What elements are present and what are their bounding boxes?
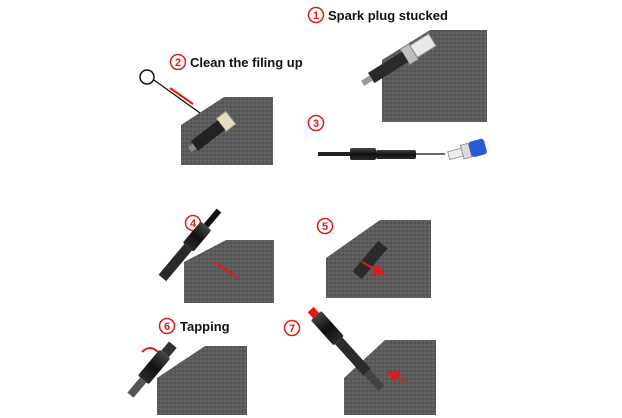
step-6-badge: 6	[158, 317, 176, 335]
step-2-label: Clean the filing up	[190, 55, 303, 70]
step-3-number: 3	[313, 118, 319, 130]
step-2-badge: 2	[169, 53, 187, 71]
step-4-number: 4	[190, 218, 197, 230]
step-1-number: 1	[313, 10, 319, 22]
step-6-tap	[127, 341, 177, 398]
step-1-label: Spark plug stucked	[328, 8, 448, 23]
step-6-rotate-arrow	[141, 347, 159, 353]
step-6-label: Tapping	[180, 319, 230, 334]
step-1-spark-plug	[361, 33, 437, 86]
step-3: 3	[307, 114, 487, 161]
step-5-number: 5	[322, 221, 328, 233]
step-7: 7	[283, 306, 436, 415]
step-1-badge: 1	[307, 6, 325, 24]
step-6-number: 6	[164, 321, 170, 333]
tap-tool	[318, 148, 445, 160]
lubricant-bottle	[447, 138, 487, 161]
step-6: 6 Tapping	[127, 317, 247, 415]
step-2-number: 2	[175, 57, 181, 69]
step-7-cylinder-head	[344, 340, 436, 415]
brush-tool	[139, 69, 201, 114]
step-7-tool	[307, 306, 385, 392]
step-2-plug	[187, 110, 237, 153]
step-4-tap	[158, 208, 222, 282]
step-4: 4	[158, 208, 274, 303]
step-5-plug	[352, 240, 388, 280]
step-7-number: 7	[289, 323, 295, 335]
step-2-arrow	[169, 87, 194, 105]
step-7-badge: 7	[283, 319, 301, 337]
step-2: 2 Clean the filing up	[139, 53, 303, 165]
step-7-arrow	[386, 371, 407, 383]
step-5: 5	[316, 217, 431, 298]
step-3-badge: 3	[307, 114, 325, 132]
step-1: 1 Spark plug stucked	[307, 6, 487, 122]
step-5-badge: 5	[316, 217, 334, 235]
step-5-arrow	[361, 261, 386, 275]
step-6-cylinder-head	[157, 346, 247, 415]
step-4-arrow	[214, 261, 239, 279]
